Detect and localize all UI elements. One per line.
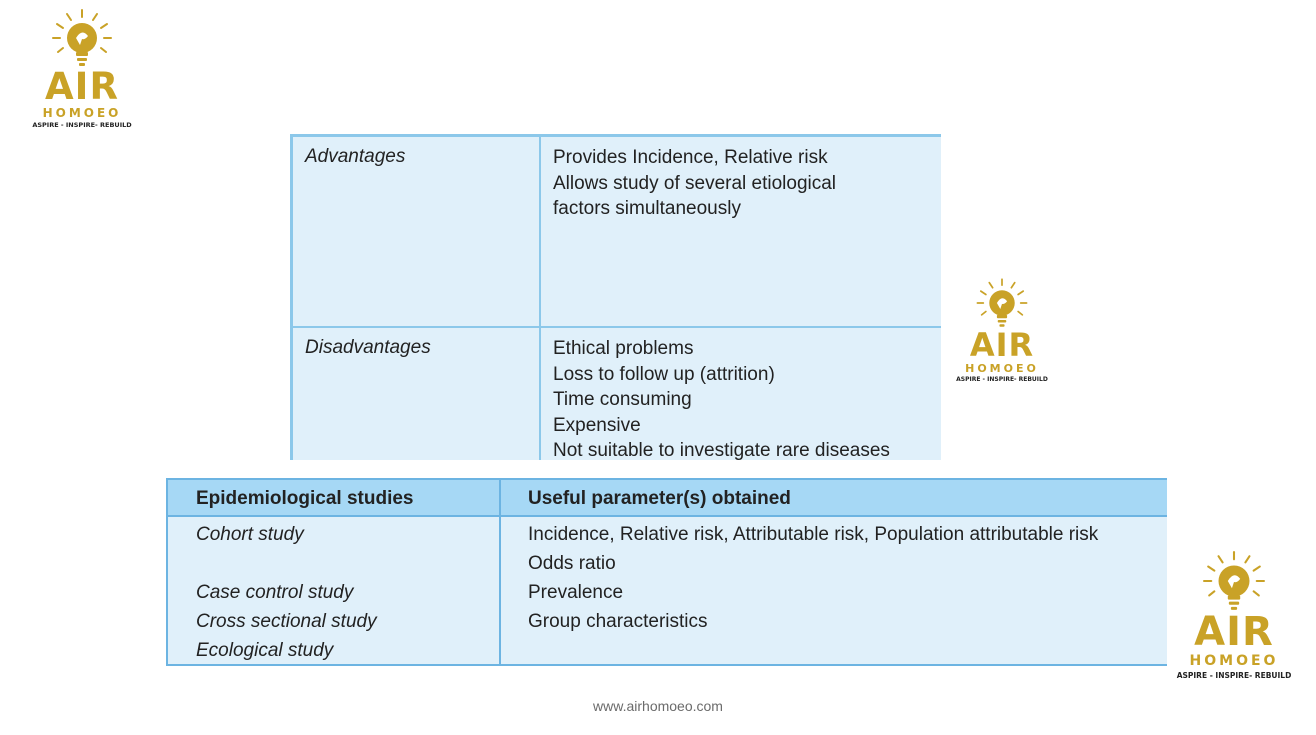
logo-title: AIR — [969, 326, 1035, 364]
logo-tagline: ASPIRE - INSPIRE- REBUILD — [32, 121, 132, 129]
air-homoeo-logo: AIR HOMOEO ASPIRE - INSPIRE- REBUILD — [950, 277, 1054, 383]
parameter-value: Group characteristics — [528, 611, 708, 632]
parameter-value: Odds ratio — [528, 553, 616, 574]
content-line: Provides Incidence, Relative risk — [553, 147, 828, 168]
logo-subtitle: HOMOEO — [965, 362, 1039, 375]
study-name: Ecological study — [196, 640, 334, 661]
study-name: Cohort study — [196, 524, 304, 545]
logo-tagline: ASPIRE - INSPIRE- REBUILD — [1176, 671, 1292, 680]
air-homoeo-logo: AIR HOMOEO ASPIRE - INSPIRE- REBUILD — [1176, 550, 1292, 680]
content-line: Loss to follow up (attrition) — [553, 363, 775, 385]
parameter-value: Incidence, Relative risk, Attributable r… — [528, 524, 1099, 545]
row-content: Provides Incidence, Relative risk Allows… — [543, 137, 941, 326]
logo-title: AIR — [1194, 609, 1274, 655]
content-line: Ethical problems — [553, 338, 694, 359]
lightbulb-icon — [52, 9, 112, 66]
logo-subtitle: HOMOEO — [42, 106, 122, 120]
logo-title: AIR — [45, 65, 119, 108]
row-label: Advantages — [293, 137, 541, 326]
column-header: Useful parameter(s) obtained — [528, 488, 791, 509]
parameter-value: Prevalence — [528, 582, 624, 603]
logo-tagline: ASPIRE - INSPIRE- REBUILD — [956, 376, 1048, 383]
table-header-row — [168, 480, 1167, 517]
website-url: www.airhomoeo.com — [593, 698, 723, 714]
content-line: factors simultaneously — [553, 198, 741, 219]
table-row: Advantages Provides Incidence, Relative … — [293, 137, 941, 328]
content-line: Allows study of several etiological — [553, 172, 837, 194]
study-name: Cross sectional study — [196, 611, 377, 632]
lightbulb-icon — [976, 278, 1028, 327]
table-row: Disadvantages Ethical problems Loss to f… — [293, 328, 941, 460]
content-line: Expensive — [553, 414, 641, 436]
logo-subtitle: HOMOEO — [1189, 653, 1279, 669]
content-line: Not suitable to investigate rare disease… — [553, 440, 890, 460]
row-label: Disadvantages — [293, 328, 541, 460]
content-line: Time consuming — [553, 389, 692, 410]
epidemiological-studies-table: Epidemiological studies Useful parameter… — [166, 478, 1167, 666]
air-homoeo-logo: AIR HOMOEO ASPIRE - INSPIRE- REBUILD — [30, 8, 134, 129]
lightbulb-icon — [1203, 551, 1265, 610]
column-divider — [499, 480, 501, 664]
row-content: Ethical problems Loss to follow up (attr… — [543, 328, 941, 460]
cohort-advantages-table: Advantages Provides Incidence, Relative … — [290, 134, 941, 460]
column-header: Epidemiological studies — [196, 488, 414, 509]
study-name: Case control study — [196, 582, 354, 603]
